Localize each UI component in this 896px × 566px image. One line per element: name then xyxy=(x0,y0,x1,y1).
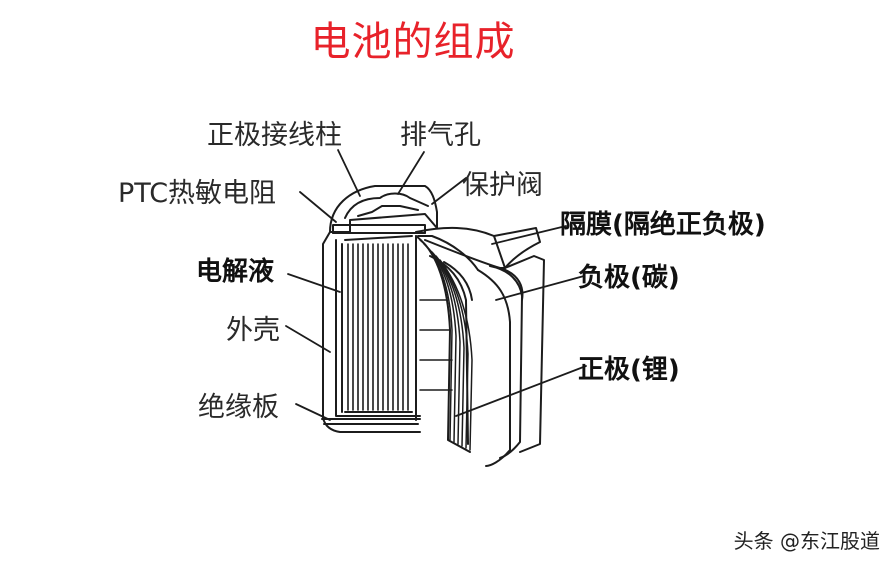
label-casing: 外壳 xyxy=(226,315,280,346)
leader-lines xyxy=(285,149,587,421)
label-positive-electrode: 正极(锂) xyxy=(578,355,680,385)
label-separator: 隔膜(隔绝正负极) xyxy=(560,210,766,240)
unrolled-layers xyxy=(419,239,473,451)
label-electrolyte: 电解液 xyxy=(196,257,275,287)
battery-casing-shape xyxy=(322,185,438,433)
label-positive-terminal: 正极接线柱 xyxy=(207,120,342,151)
label-insulator: 绝缘板 xyxy=(198,392,279,423)
negative-electrode-shape xyxy=(477,269,511,467)
label-vent: 排气孔 xyxy=(400,120,481,151)
positive-terminal-shape xyxy=(344,192,429,219)
label-ptc-thermistor: PTC热敏电阻 xyxy=(118,178,277,209)
label-negative-electrode: 负极(碳) xyxy=(578,263,680,293)
watermark: 头条 @东江股道 xyxy=(733,529,880,553)
positive-electrode-shape xyxy=(429,255,469,445)
diagram-title: 电池的组成 xyxy=(310,19,516,65)
label-safety-valve: 保护阀 xyxy=(462,170,543,201)
electrode-stack xyxy=(347,243,409,411)
